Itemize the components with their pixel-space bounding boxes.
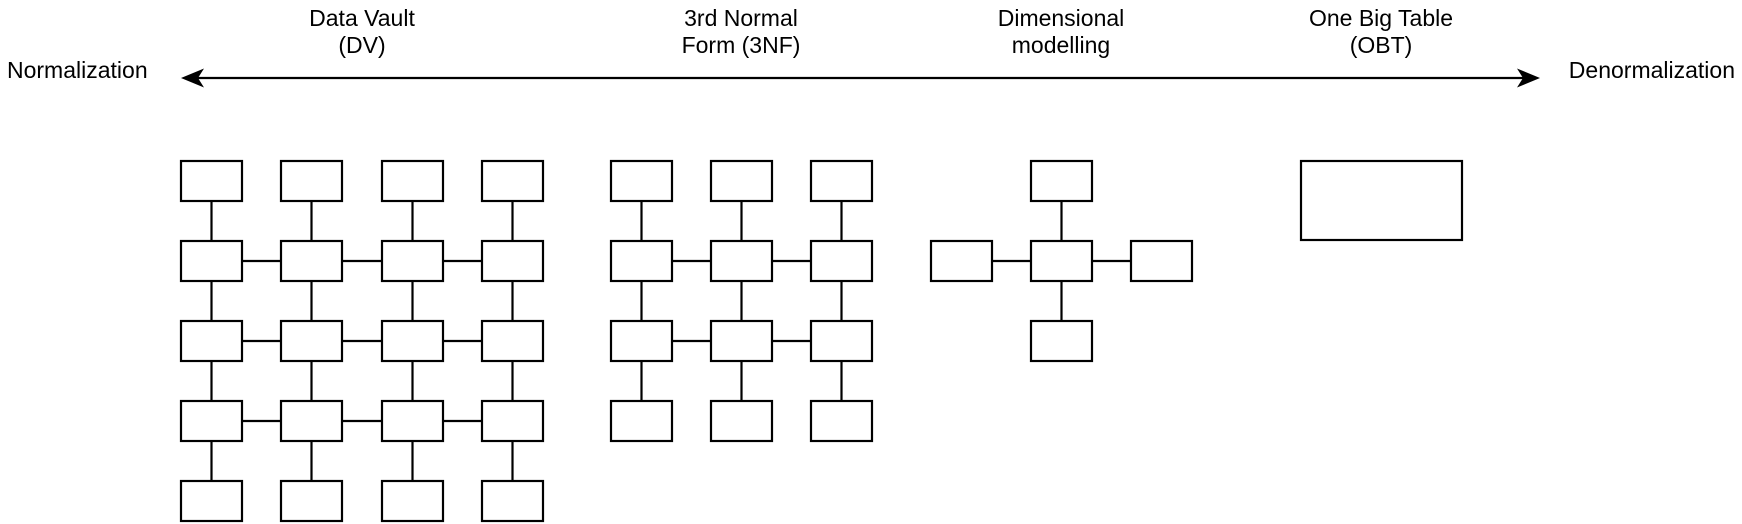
third-normal-form-entity-box [709, 159, 774, 203]
label-dimensional-modelling: Dimensional modelling [998, 5, 1125, 59]
data-vault-entity-box [480, 399, 545, 443]
label-one-big-table: One Big Table (OBT) [1309, 5, 1453, 59]
data-vault-entity-box [179, 239, 244, 283]
third-normal-form-entity-box [809, 399, 874, 443]
data-vault-entity-box [279, 479, 344, 523]
third-normal-form-entity-box [609, 159, 674, 203]
third-normal-form-entity-box [609, 399, 674, 443]
label-third-normal-form-line2: Form (3NF) [681, 32, 801, 58]
spectrum-arrow-head-right [1517, 68, 1540, 88]
third-normal-form-entity-box [809, 159, 874, 203]
denormalization-label: Denormalization [1568, 57, 1735, 83]
third-normal-form-entity-box [809, 239, 874, 283]
one-big-table-entity-box [1299, 159, 1464, 242]
data-vault-entity-box [179, 479, 244, 523]
dimensional-modelling-entity-box [1029, 239, 1094, 283]
data-vault-entity-box [380, 319, 445, 363]
third-normal-form-entity-box [609, 319, 674, 363]
data-vault-entity-box [480, 319, 545, 363]
data-vault-entity-box [480, 239, 545, 283]
label-third-normal-form: 3rd Normal Form (3NF) [682, 5, 801, 59]
label-one-big-table-line1: One Big Table [1308, 5, 1454, 31]
label-data-vault-line1: Data Vault [309, 5, 415, 31]
spectrum-arrow-head-left [181, 68, 204, 88]
data-vault-entity-box [380, 239, 445, 283]
data-vault-entity-box [279, 239, 344, 283]
third-normal-form-entity-box [809, 319, 874, 363]
label-one-big-table-line2: (OBT) [1349, 32, 1413, 58]
third-normal-form-entity-box [709, 399, 774, 443]
dimensional-modelling-entity-box [929, 239, 994, 283]
third-normal-form-entity-box [709, 239, 774, 283]
data-vault-entity-box [380, 479, 445, 523]
dimensional-modelling-entity-box [1029, 319, 1094, 363]
label-data-vault: Data Vault (DV) [309, 5, 415, 59]
normalization-label: Normalization [7, 57, 148, 83]
data-vault-entity-box [480, 479, 545, 523]
label-dimensional-modelling-line1: Dimensional [997, 5, 1125, 31]
data-vault-entity-box [380, 399, 445, 443]
data-vault-entity-box [179, 159, 244, 203]
data-vault-entity-box [179, 399, 244, 443]
dimensional-modelling-entity-box [1029, 159, 1094, 203]
third-normal-form-entity-box [709, 319, 774, 363]
data-vault-entity-box [179, 319, 244, 363]
third-normal-form-entity-box [609, 239, 674, 283]
label-third-normal-form-line1: 3rd Normal [684, 5, 798, 31]
dimensional-modelling-entity-box [1129, 239, 1194, 283]
data-vault-entity-box [480, 159, 545, 203]
data-vault-entity-box [380, 159, 445, 203]
data-vault-entity-box [279, 159, 344, 203]
data-vault-entity-box [279, 399, 344, 443]
data-vault-entity-box [279, 319, 344, 363]
label-dimensional-modelling-line2: modelling [1011, 32, 1111, 58]
label-data-vault-line2: (DV) [338, 32, 386, 58]
